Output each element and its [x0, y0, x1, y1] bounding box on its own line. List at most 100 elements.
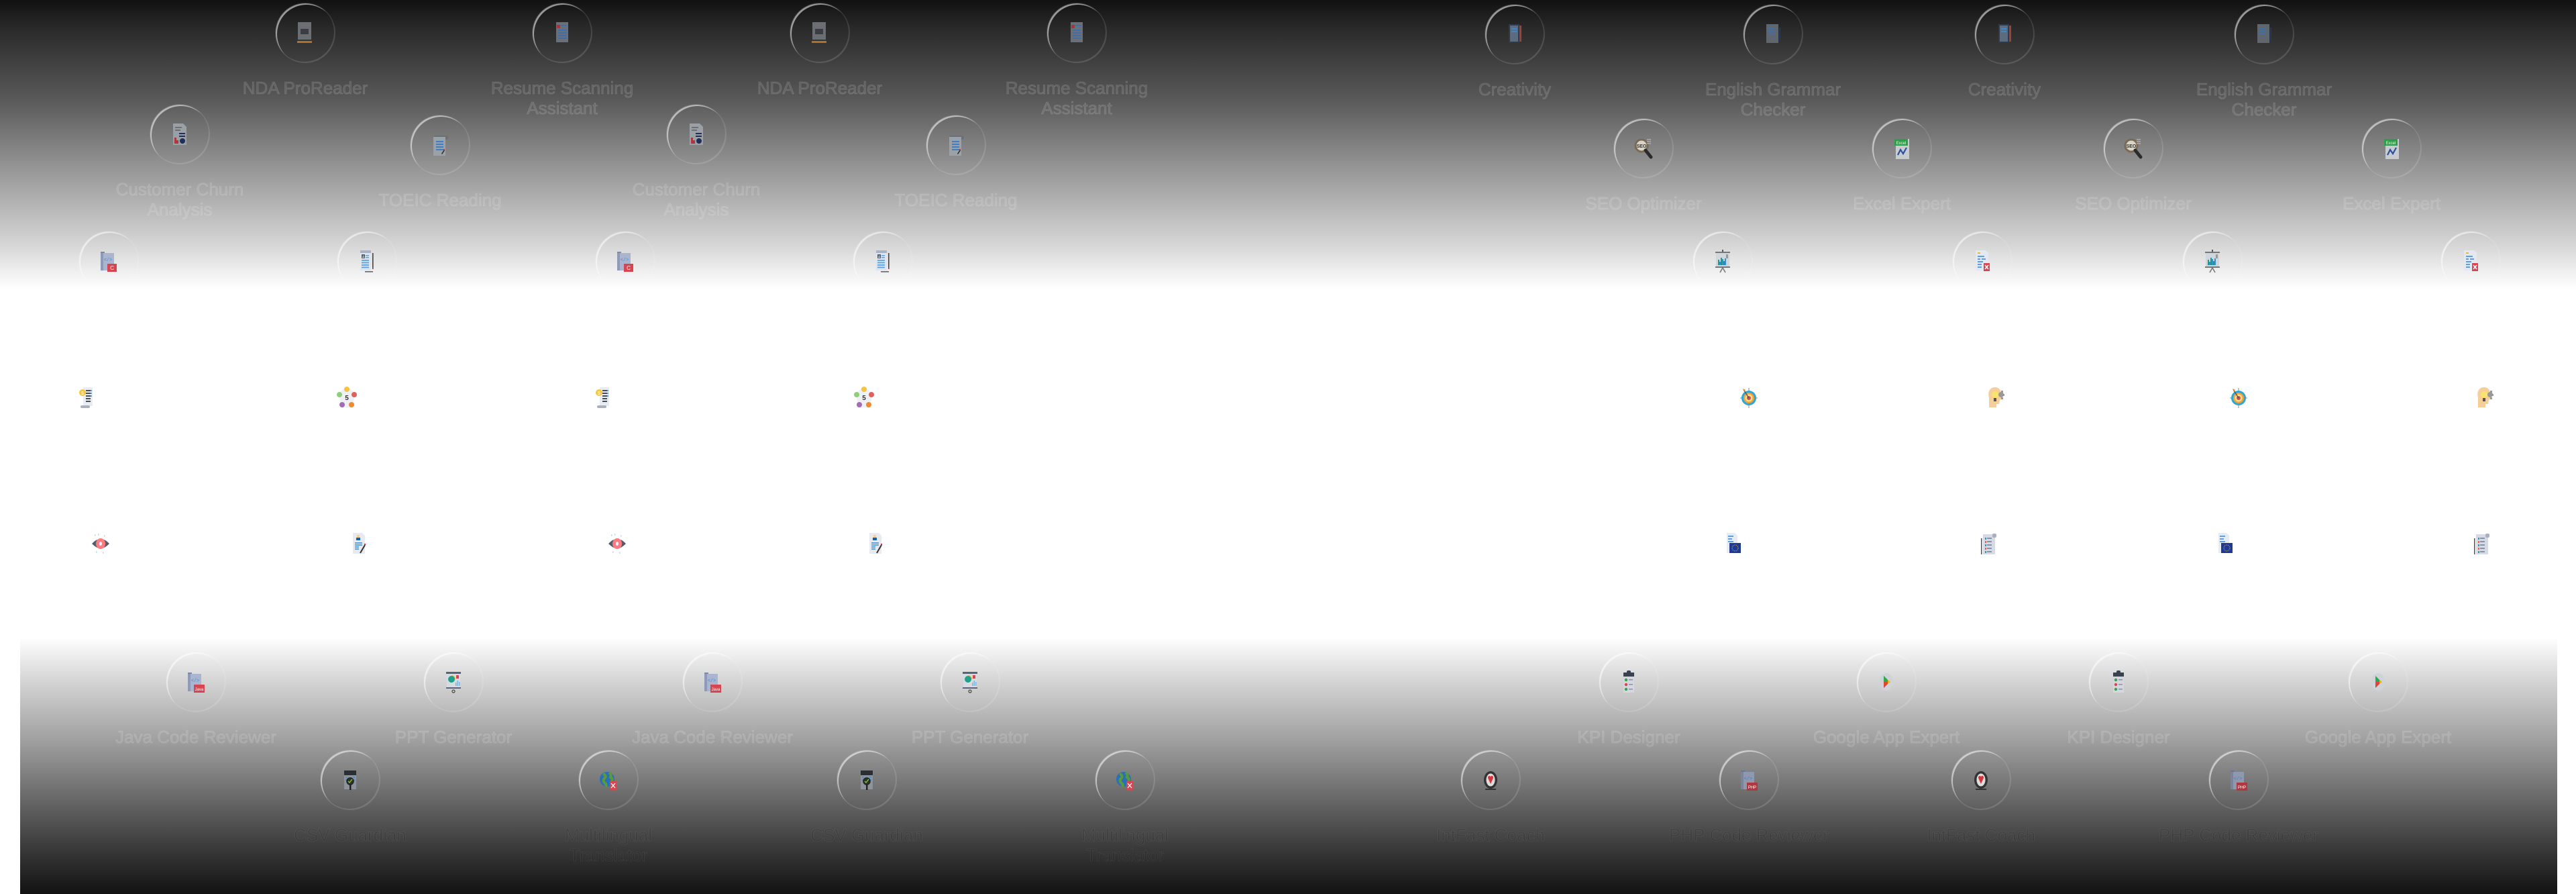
app-tile-kpi-designer[interactable]: KPI Designer [1548, 652, 1709, 747]
app-tile-data-presentation[interactable]: Data Presentation [2132, 231, 2293, 326]
app-label: Article Writer [833, 306, 933, 327]
clipboard-checklist-icon [1619, 670, 1639, 694]
scroll-pen-icon [946, 133, 966, 157]
app-label: TOEIC Reading [378, 190, 502, 211]
presentation-board-icon [1713, 249, 1733, 273]
app-label: Java Code Reviewer [115, 727, 276, 748]
app-label: Contract Writer [300, 588, 418, 609]
app-tile-creativity[interactable]: Creativity [1434, 4, 1595, 99]
app-tile-ppt-generator[interactable]: PPT Generator [373, 652, 534, 747]
document-pen-icon [810, 21, 830, 45]
app-label: Article Writer [317, 306, 417, 327]
resume-document-icon [1067, 21, 1087, 45]
text-document-pen-icon [873, 249, 893, 273]
app-label: English Grammar Checker [2196, 79, 2332, 120]
app-label: C Code Reviewer [40, 306, 177, 327]
app-tile-nda-proreader[interactable]: NDA ProReader [739, 3, 900, 98]
app-tile-multilingual-translator[interactable]: Multilingual Translator [528, 750, 689, 865]
app-tile-csv-guardian[interactable]: CSV Guardian [270, 750, 431, 845]
app-label: Eye Care [580, 588, 654, 609]
app-tile-budget-planner[interactable]: Budget Planner [7, 368, 168, 462]
app-tile-ppt-generator[interactable]: PPT Generator [890, 652, 1051, 747]
app-tile-idea-generator[interactable]: Idea Generator [2404, 368, 2565, 462]
scale-heart-icon [1971, 768, 1991, 792]
app-label: EU Regulation Guide [2169, 588, 2282, 629]
excel-chart-icon [1892, 136, 1912, 160]
app-label: TOEIC Reading [894, 190, 1018, 211]
notebook-pencil-icon [1994, 22, 2015, 46]
app-tile-resume-scanning-assistant[interactable]: Resume Scanning Assistant [482, 3, 643, 118]
app-label: Contract Writer [816, 588, 934, 609]
java-file-icon [186, 670, 206, 694]
app-tile-goal-setter[interactable]: Goal Setter [1668, 368, 1829, 462]
app-tile-pdf-analyzer[interactable]: PDF Analyzer [1902, 231, 2063, 326]
app-tile-budget-planner[interactable]: Budget Planner [523, 368, 684, 462]
app-label: Idea Generator [1937, 442, 2055, 462]
app-tile-contract-writer[interactable]: Contract Writer [795, 514, 956, 608]
list-scroll-icon [2471, 532, 2491, 556]
app-tile-seo-optimizer[interactable]: SEO Optimizer [1563, 118, 1724, 213]
target-arrow-icon [1739, 385, 1759, 409]
app-tile-excel-expert[interactable]: Excel Expert [1821, 118, 1982, 213]
app-tile-php-code-reviewer[interactable]: PHP Code Reviewer [2158, 750, 2319, 845]
app-tile-php-code-reviewer[interactable]: PHP Code Reviewer [1668, 750, 1829, 845]
app-tile-checklist-maker[interactable]: Checklist Maker [1907, 514, 2068, 608]
app-tile-english-grammar-checker[interactable]: English Grammar Checker [1693, 4, 1854, 119]
app-tile-toeic-reading[interactable]: TOEIC Reading [360, 115, 521, 210]
app-tile-article-writer[interactable]: Article Writer [802, 231, 963, 326]
c-code-file-icon [615, 249, 635, 273]
app-tile-creativity[interactable]: Creativity [1924, 4, 2085, 99]
target-arrow-icon [2229, 385, 2249, 409]
app-tile-data-presentation[interactable]: Data Presentation [1642, 231, 1803, 326]
ppt-board-icon [443, 670, 464, 694]
app-tile-c-code-reviewer[interactable]: C Code Reviewer [545, 231, 706, 326]
app-tile-toeic-reading[interactable]: TOEIC Reading [875, 115, 1036, 210]
app-tile-nda-proreader[interactable]: NDA ProReader [225, 3, 386, 98]
app-tile-customer-churn-analysis[interactable]: Customer Churn Analysis [616, 104, 777, 219]
app-tile-eye-care[interactable]: Eye Care [20, 514, 181, 608]
app-tile-eu-regulation-guide[interactable]: EU Regulation Guide [1654, 514, 1815, 628]
document-pen-icon [295, 21, 315, 45]
app-tile-java-code-reviewer[interactable]: Java Code Reviewer [115, 652, 276, 747]
app-tile-customer-churn-analysis[interactable]: Customer Churn Analysis [99, 104, 260, 219]
app-label: Customer Churn Analysis [115, 179, 244, 220]
app-tile-eu-regulation-guide[interactable]: EU Regulation Guide [2145, 514, 2306, 628]
app-label: Eye Care [64, 588, 138, 609]
app-tile-5-whys-analysis[interactable]: 5 Whys Analysis [784, 368, 945, 462]
app-tile-eye-care[interactable]: Eye Care [537, 514, 698, 608]
php-file-icon [2229, 768, 2249, 792]
app-tile-google-app-expert[interactable]: Google App Expert [2298, 652, 2459, 747]
excel-chart-icon [2381, 136, 2402, 160]
app-tile-excel-expert[interactable]: Excel Expert [2311, 118, 2472, 213]
app-tile-google-app-expert[interactable]: Google App Expert [1806, 652, 1967, 747]
app-label: NDA ProReader [757, 78, 883, 99]
app-tile-english-grammar-checker[interactable]: English Grammar Checker [2184, 4, 2345, 119]
app-label: KPI Designer [1577, 727, 1680, 748]
app-tile-idea-generator[interactable]: Idea Generator [1915, 368, 2076, 462]
seo-magnifier-icon [2123, 136, 2143, 160]
app-tile-resume-scanning-assistant[interactable]: Resume Scanning Assistant [996, 3, 1157, 118]
app-label: C Code Reviewer [557, 306, 694, 327]
app-tile-intfast-coach[interactable]: IntFast Coach [1410, 750, 1571, 845]
document-sign-icon [349, 532, 369, 556]
app-tile-csv-guardian[interactable]: CSV Guardian [786, 750, 947, 845]
app-tile-checklist-maker[interactable]: Checklist Maker [2400, 514, 2561, 608]
app-label: Google App Expert [1813, 727, 1960, 748]
app-tile-java-code-reviewer[interactable]: Java Code Reviewer [632, 652, 793, 747]
app-label: Resume Scanning Assistant [1005, 78, 1148, 119]
app-tile-kpi-designer[interactable]: KPI Designer [2038, 652, 2199, 747]
app-tile-multilingual-translator[interactable]: Multilingual Translator [1044, 750, 1205, 865]
app-tile-intfast-coach[interactable]: IntFast Coach [1900, 750, 2061, 845]
app-tile-article-writer[interactable]: Article Writer [286, 231, 447, 326]
app-label: Excel Expert [1853, 193, 1951, 214]
app-tile-5-whys-analysis[interactable]: 5 Whys Analysis [266, 368, 427, 462]
document-x-icon [2461, 249, 2481, 273]
app-tile-c-code-reviewer[interactable]: C Code Reviewer [28, 231, 189, 326]
app-tile-seo-optimizer[interactable]: SEO Optimizer [2053, 118, 2214, 213]
eye-icon [91, 532, 111, 556]
eye-icon [607, 532, 627, 556]
app-tile-pdf-analyzer[interactable]: PDF Analyzer [2390, 231, 2551, 326]
app-tile-goal-setter[interactable]: Goal Setter [2158, 368, 2319, 462]
app-label: PHP Code Reviewer [2159, 825, 2319, 846]
app-tile-contract-writer[interactable]: Contract Writer [278, 514, 439, 608]
